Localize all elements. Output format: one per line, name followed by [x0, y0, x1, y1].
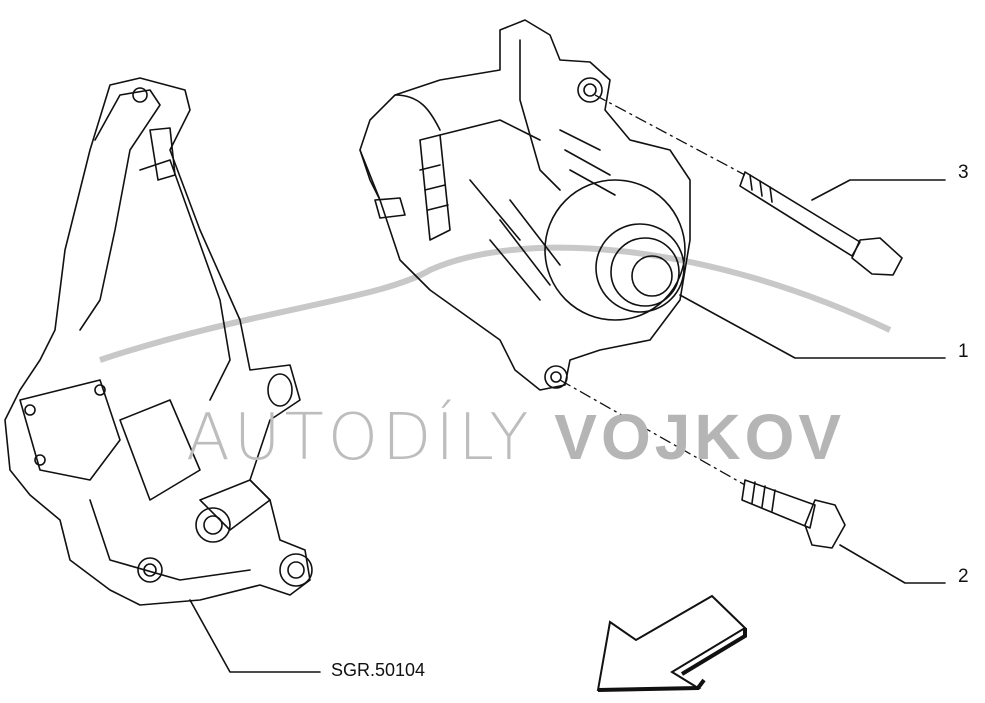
leader-drawing-code: [189, 599, 321, 673]
leader-2: [839, 544, 946, 584]
callout-1: 1: [958, 341, 969, 362]
alternator: [359, 19, 691, 391]
bolt-axis-3: [594, 94, 746, 176]
watermark: AUTODÍLY VOJKOV: [186, 401, 846, 475]
drawing-code: SGR.50104: [331, 660, 426, 680]
direction-arrow-icon: [596, 594, 747, 692]
watermark-swoosh: [99, 244, 892, 363]
callout-2: 2: [958, 566, 969, 587]
leader-3: [811, 179, 946, 201]
bolt-axis-2: [559, 379, 746, 486]
leader-1: [679, 294, 946, 359]
callout-3: 3: [958, 162, 969, 183]
long-bolt: [739, 171, 903, 276]
short-bolt: [741, 479, 846, 549]
mounting-bracket: [4, 77, 313, 606]
